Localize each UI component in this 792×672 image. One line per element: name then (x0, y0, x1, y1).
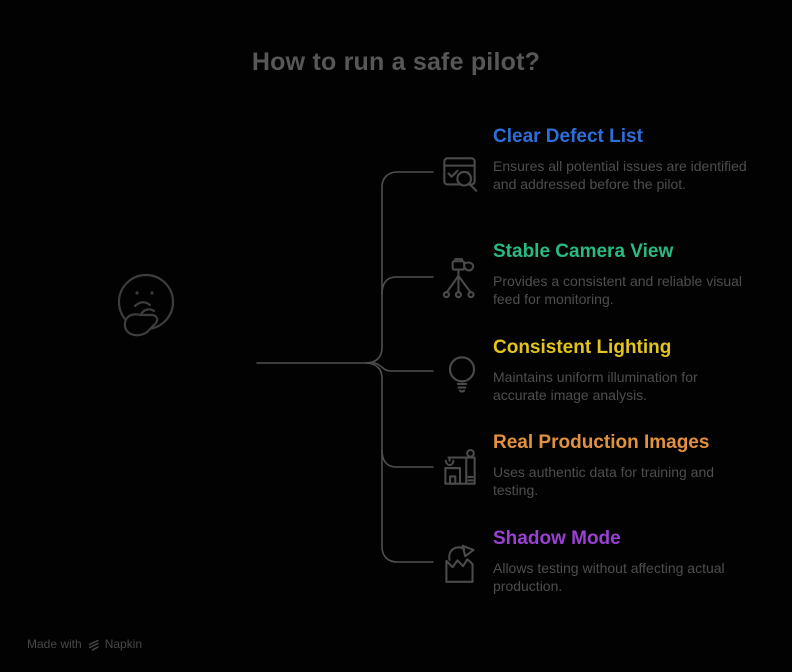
branch-line-middle (373, 362, 434, 372)
footer-credit: Made with Napkin (27, 637, 142, 651)
page-title: How to run a safe pilot? (251, 48, 541, 76)
footer-brand: Napkin (104, 637, 143, 651)
branch-line-top (256, 171, 434, 364)
face-eye-right (150, 291, 154, 295)
branch-line-bottom (365, 362, 434, 563)
item-title: Stable Camera View (493, 241, 674, 262)
camera-tripod-icon (437, 256, 483, 302)
factory-crane-icon (437, 444, 483, 490)
item-title: Real Production Images (493, 432, 710, 453)
footer-made-with: Made with (27, 637, 82, 651)
item-description: Maintains uniform illumination for accur… (493, 369, 698, 403)
item-title: Clear Defect List (493, 126, 643, 147)
item-description: Uses authentic data for training and tes… (493, 464, 715, 498)
branch-line-lower (381, 449, 434, 468)
face-eye-left (135, 291, 139, 295)
face-hand-finger (139, 308, 156, 317)
item-description: Allows testing without affecting actual … (493, 560, 725, 594)
item-description: Provides a consistent and reliable visua… (493, 273, 743, 307)
face-hand (123, 313, 159, 337)
thinking-face-icon (117, 273, 175, 337)
defect-list-search-icon (437, 151, 483, 197)
branch-line-upper (381, 276, 434, 295)
item-title: Consistent Lighting (493, 337, 672, 358)
lightbulb-icon (439, 351, 485, 397)
item-title: Shadow Mode (493, 528, 621, 549)
item-description: Ensures all potential issues are identif… (493, 158, 747, 192)
napkin-logo-icon (88, 639, 99, 651)
factory-arrow-icon (437, 540, 483, 586)
face-frown (133, 301, 152, 308)
